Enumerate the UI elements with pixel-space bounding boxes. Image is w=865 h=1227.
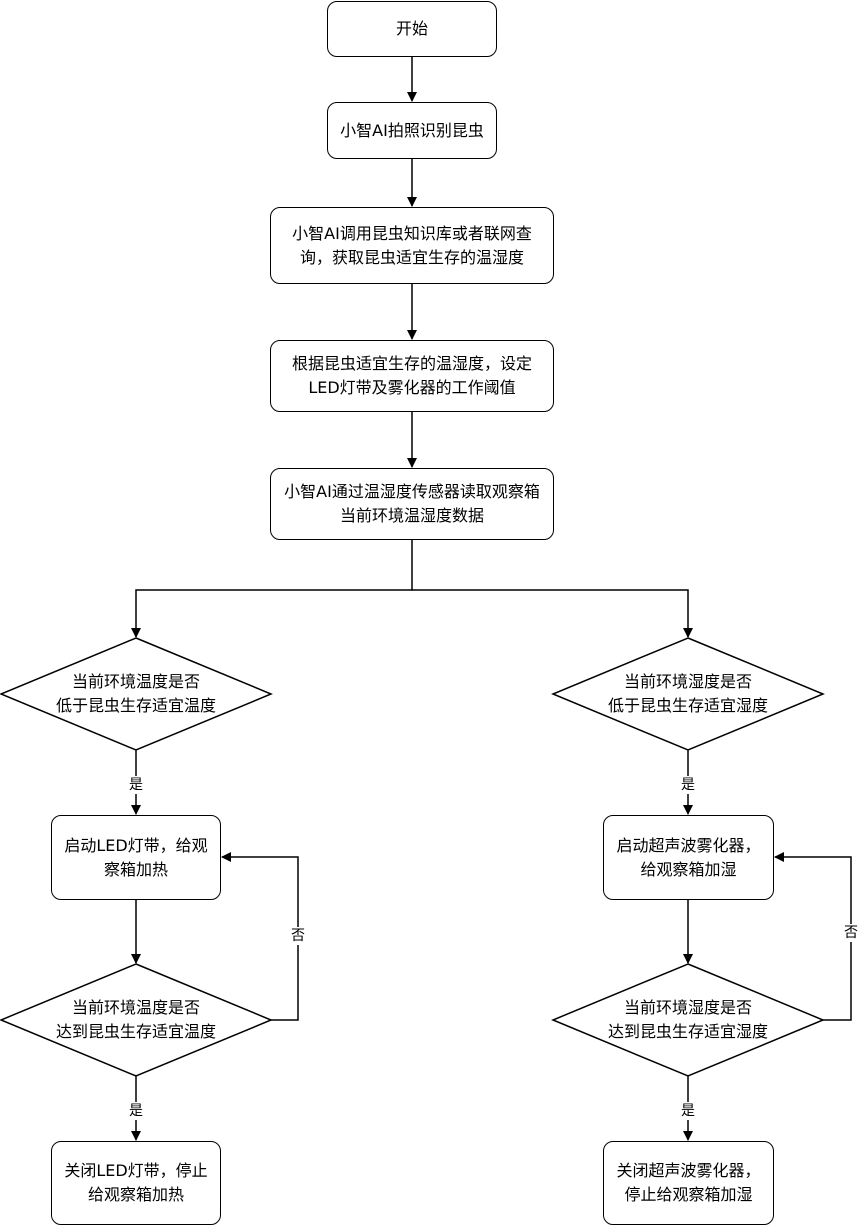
led-off-node: 关闭LED灯带，停止 给观察箱加热 [51,1141,221,1225]
decision-diamond-temp-reach [0,963,273,1077]
yes-label-temp-low: 是 [128,776,144,794]
hum-reach-decision-text: 当前环境湿度是否 达到昆虫生存适宜湿度 [607,998,768,1041]
yes-label-temp-reach: 是 [128,1102,144,1120]
yes-label-hum-low: 是 [680,776,696,794]
read-sensor-line-2: 当前环境温湿度数据 [339,506,484,525]
led-on-node: 启动LED灯带，给观 察箱加热 [51,815,221,900]
arrow-read-to-hum-branch [412,589,693,638]
mist-on-node: 启动超声波雾化器， 给观察箱加湿 [603,815,774,900]
hum-low-decision-text: 当前环境湿度是否 低于昆虫生存适宜湿度 [607,672,768,715]
query-knowledge-line-2: 询，获取昆虫适宜生存的温湿度 [299,247,524,267]
query-knowledge-line-1: 小智AI调用昆虫知识库或者联网查 [292,223,532,243]
read-sensor-line-1: 小智AI通过温湿度传感器读取观察箱 [284,482,540,501]
set-threshold-line-2: LED灯带及雾化器的工作阈值 [308,378,516,397]
decision-diamond-temp-low [0,637,273,751]
arrow-read-to-temp-branch [131,540,413,638]
yes-label-hum-reach: 是 [680,1102,696,1120]
set-threshold-line-1: 根据昆虫适宜生存的温湿度，设定 [291,354,532,373]
set-threshold-node: 根据昆虫适宜生存的温湿度，设定 LED灯带及雾化器的工作阈值 [270,340,554,412]
start-node: 开始 [327,1,497,57]
temp-low-decision-text: 当前环境温度是否 低于昆虫生存适宜温度 [55,672,216,715]
decision-diamond-hum-reach [551,963,825,1077]
identify-insect-node: 小智AI拍照识别昆虫 [327,102,497,159]
query-knowledge-node: 小智AI调用昆虫知识库或者联网查 询，获取昆虫适宜生存的温湿度 [270,207,554,284]
temp-reach-decision-text: 当前环境温度是否 达到昆虫生存适宜温度 [55,998,216,1041]
read-sensor-node: 小智AI通过温湿度传感器读取观察箱 当前环境温湿度数据 [270,468,554,540]
no-label-temp-loop: 否 [290,927,306,945]
no-label-hum-loop: 否 [843,924,859,942]
decision-diamond-hum-low [551,637,825,751]
mist-off-node: 关闭超声波雾化器， 停止给观察箱加湿 [603,1141,774,1225]
